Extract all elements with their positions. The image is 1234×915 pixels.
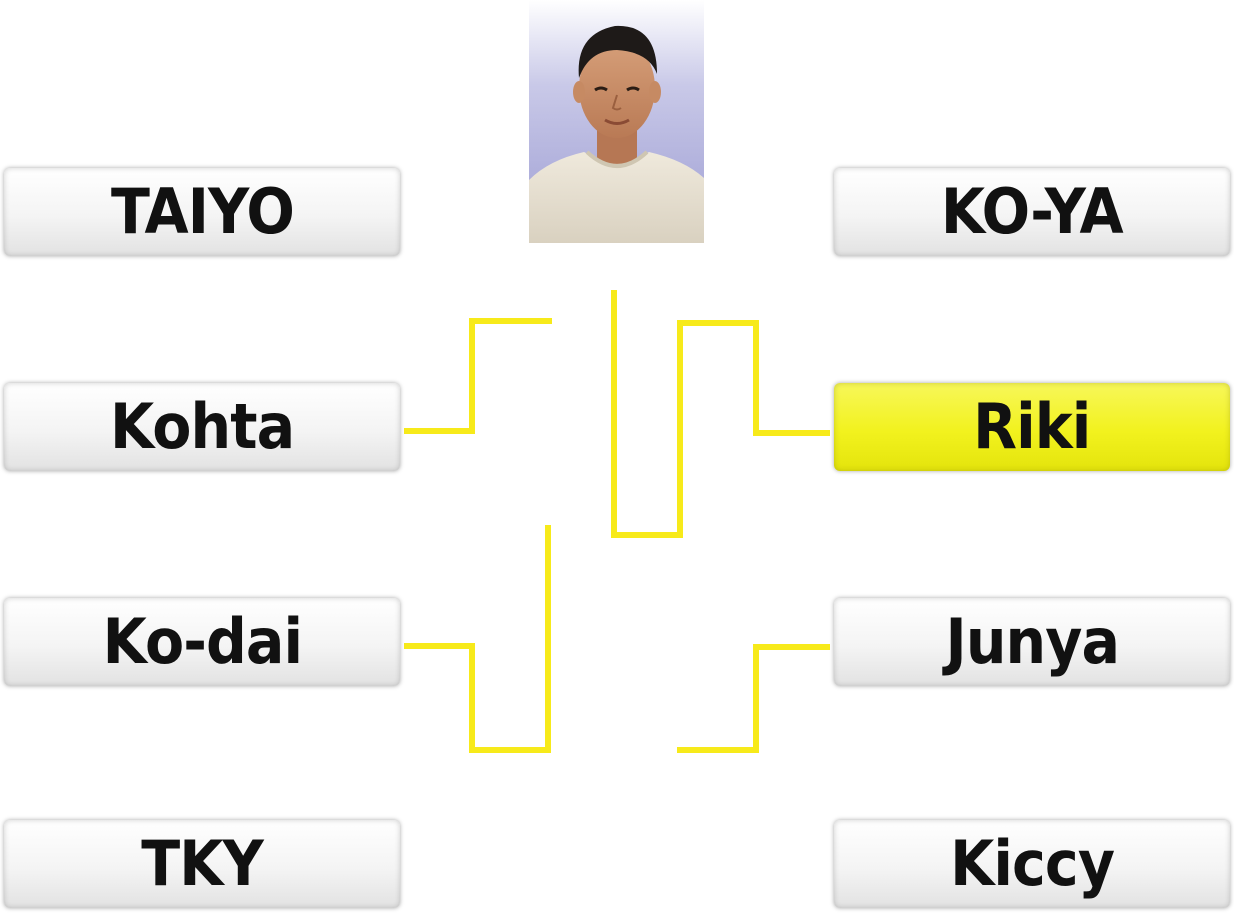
person-portrait-icon [529,0,704,243]
player-name: TAIYO [110,175,294,248]
player-slot-right-4[interactable]: Kiccy [834,820,1230,908]
player-name: TKY [141,827,264,900]
player-slot-left-4[interactable]: TKY [4,820,400,908]
player-slot-right-1[interactable]: KO-YA [834,168,1230,256]
bracket-line-junya [677,644,830,753]
player-slot-left-2[interactable]: Kohta [4,383,400,471]
player-slot-right-3[interactable]: Junya [834,598,1230,686]
player-slot-left-3[interactable]: Ko-dai [4,598,400,686]
player-name: Riki [973,390,1091,463]
player-name: Junya [945,605,1119,678]
bracket-line-kohta [404,318,552,434]
player-name: Kohta [109,390,295,463]
player-slot-right-2-winner[interactable]: Riki [834,383,1230,471]
player-name: KO-YA [941,175,1124,248]
player-slot-left-1[interactable]: TAIYO [4,168,400,256]
player-name: Kiccy [950,827,1115,900]
bracket-line-kodai [404,525,551,753]
bracket-line-riki [611,290,830,538]
player-name: Ko-dai [102,605,302,678]
champion-photo [529,0,704,243]
